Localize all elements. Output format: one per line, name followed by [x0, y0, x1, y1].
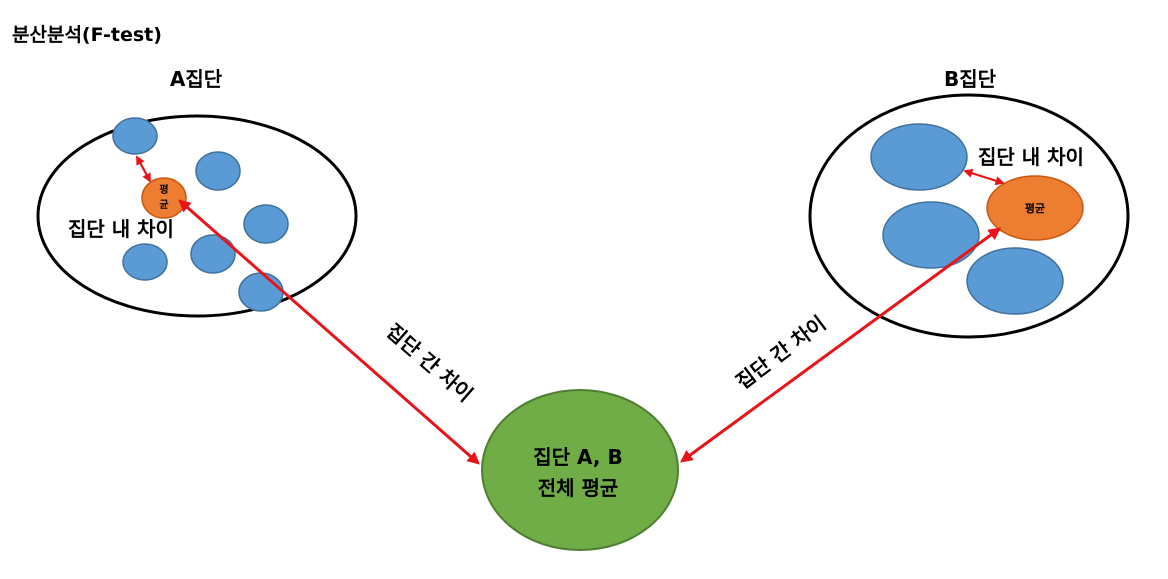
between-label-right: 집단 간 차이: [731, 311, 830, 394]
between-arrow-right: [679, 227, 1002, 463]
between-arrow-left: [178, 199, 480, 465]
group-a-within-label: 집단 내 차이: [68, 217, 174, 241]
group-b-within-label: 집단 내 차이: [978, 145, 1084, 169]
group-a-label: A집단: [170, 67, 223, 91]
group-a-mean-label-line2: 균: [159, 199, 168, 211]
group-a-data-point: [190, 234, 236, 274]
grand-mean-label-line1: 집단 A, B: [533, 445, 622, 469]
grand-mean-label-line2: 전체 평균: [538, 476, 619, 500]
group-a-data-point: [195, 151, 241, 191]
group-b-within-arrow: [963, 168, 1005, 186]
group-a-mean: [141, 177, 187, 219]
group-b-data-point: [966, 247, 1064, 315]
group-a-data-point: [238, 272, 284, 312]
group-a-data-point: [243, 204, 289, 244]
group-a-within-arrow: [136, 155, 151, 183]
between-label-left: 집단 간 차이: [382, 319, 478, 407]
group-a-data-point: [112, 117, 158, 155]
group-b-data-point: [870, 123, 968, 191]
grand-mean: [481, 389, 679, 551]
group-a-data-point: [122, 243, 168, 281]
group-b-mean: [986, 175, 1084, 241]
group-b-data-point: [882, 201, 980, 269]
group-b-mean-label: 평균: [1025, 201, 1045, 215]
group-a-mean-label-line1: 평: [159, 183, 168, 196]
group-b-label: B집단: [944, 67, 997, 91]
page-title: 분산분석(F-test): [12, 24, 162, 46]
